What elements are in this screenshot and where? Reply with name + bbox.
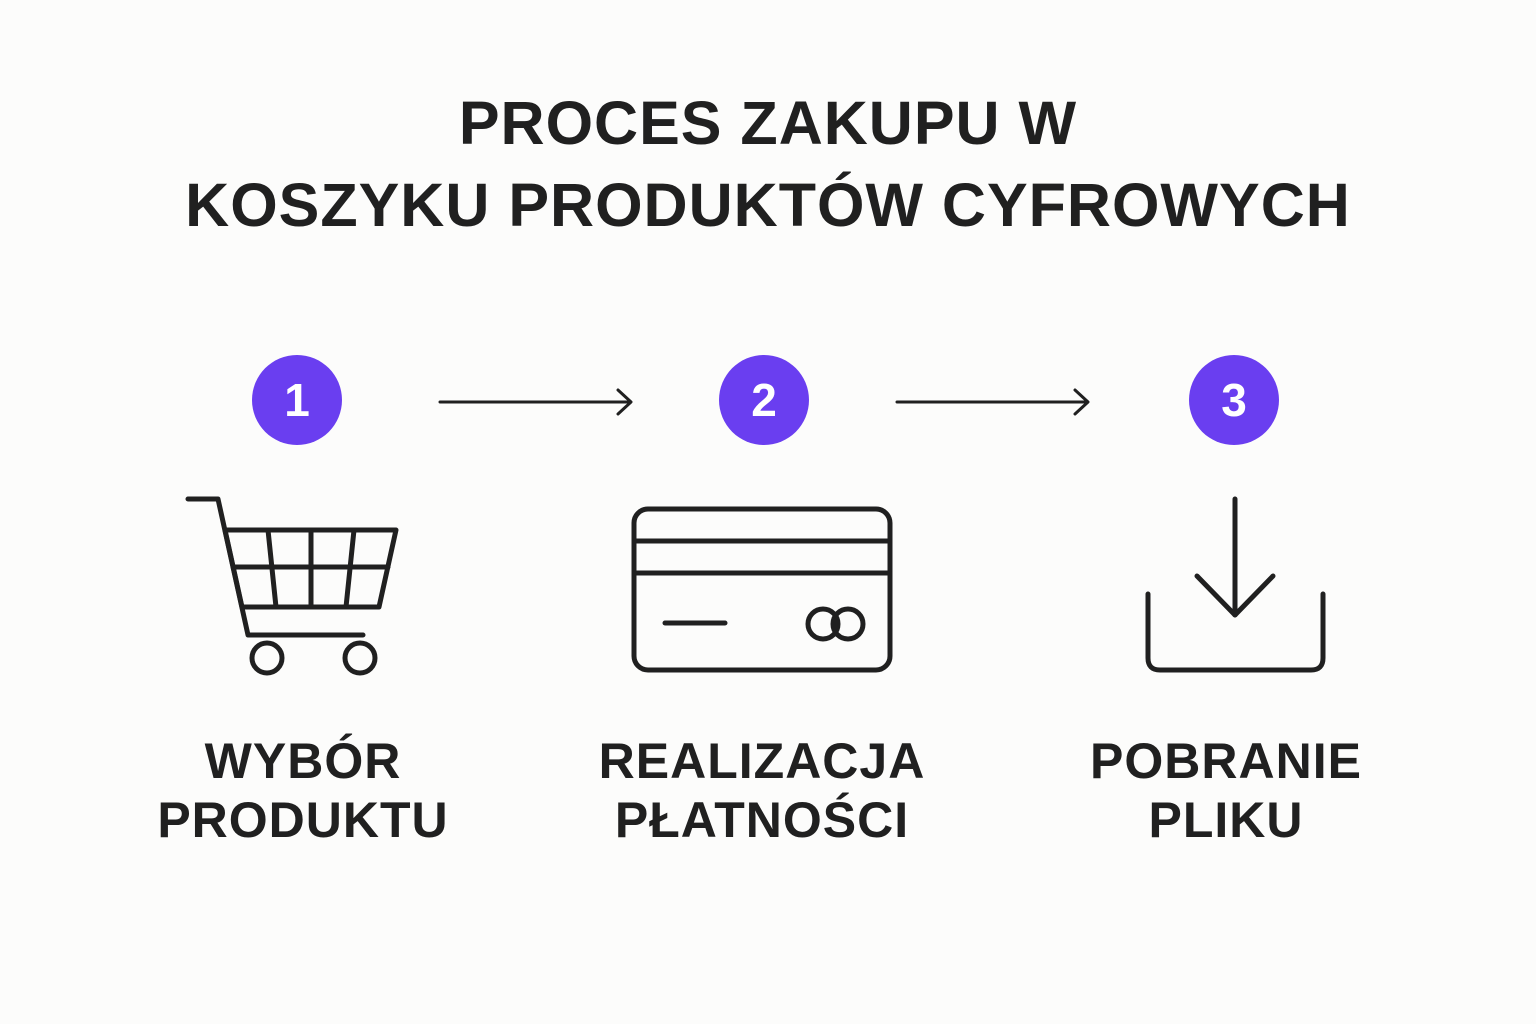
credit-card-icon <box>631 506 893 673</box>
arrow-right-icon <box>895 388 1090 416</box>
step-1-label-line-2: PRODUKTU <box>157 792 449 848</box>
diagram-title: PROCES ZAKUPU W KOSZYKU PRODUKTÓW CYFROW… <box>0 82 1536 246</box>
step-3-label-line-2: PLIKU <box>1148 792 1304 848</box>
shopping-cart-icon <box>185 496 399 676</box>
step-1-label-line-1: WYBÓR <box>204 733 402 789</box>
step-3-label-line-1: POBRANIE <box>1090 733 1362 789</box>
step-2-label-line-1: REALIZACJA <box>598 733 926 789</box>
title-line-2: KOSZYKU PRODUKTÓW CYFROWYCH <box>185 171 1351 239</box>
step-2-label: REALIZACJA PŁATNOŚCI <box>562 732 962 850</box>
title-line-1: PROCES ZAKUPU W <box>458 89 1078 157</box>
download-icon <box>1145 496 1326 673</box>
step-3-label: POBRANIE PLIKU <box>1026 732 1426 850</box>
step-2-number-badge: 2 <box>719 355 809 445</box>
step-1-number-badge: 1 <box>252 355 342 445</box>
arrow-right-icon <box>438 388 633 416</box>
step-2-label-line-2: PŁATNOŚCI <box>614 792 910 848</box>
step-1-label: WYBÓR PRODUKTU <box>103 732 503 850</box>
step-3-number-badge: 3 <box>1189 355 1279 445</box>
